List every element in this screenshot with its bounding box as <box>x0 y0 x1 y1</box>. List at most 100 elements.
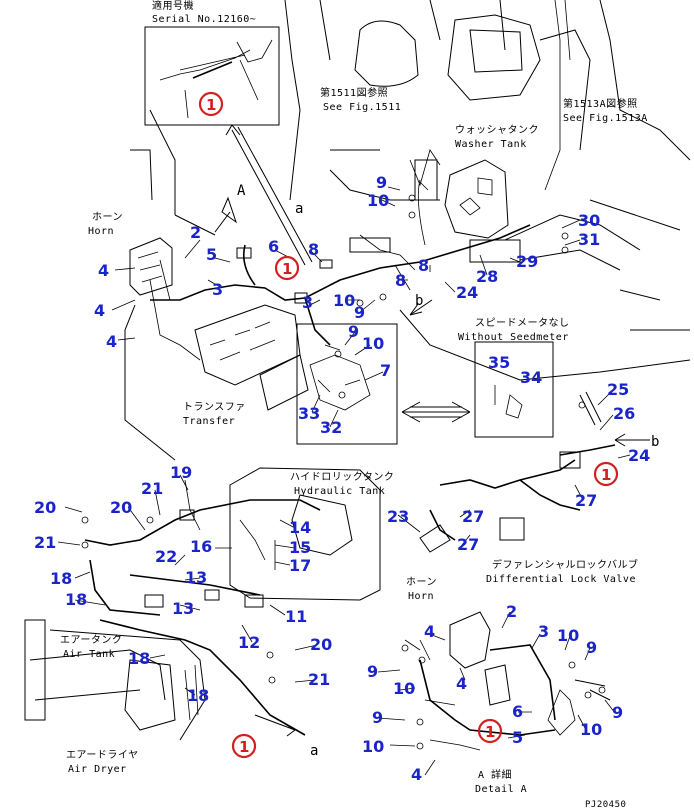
callout-20[interactable]: 20 <box>310 635 332 654</box>
callout-8[interactable]: 8 <box>308 240 319 259</box>
callout-10[interactable]: 10 <box>393 679 415 698</box>
callout-9[interactable]: 9 <box>372 708 383 727</box>
callout-26[interactable]: 26 <box>613 404 635 423</box>
callout-6[interactable]: 6 <box>268 237 279 256</box>
callout-18[interactable]: 18 <box>187 686 209 705</box>
callout-21[interactable]: 21 <box>141 479 163 498</box>
callout-35[interactable]: 35 <box>488 353 510 372</box>
callout-18[interactable]: 18 <box>128 649 150 668</box>
callout-32[interactable]: 32 <box>320 418 342 437</box>
callout-9[interactable]: 9 <box>348 322 359 341</box>
callout-22[interactable]: 22 <box>155 547 177 566</box>
horn2-label-en: Horn <box>408 591 434 602</box>
callout-13[interactable]: 13 <box>185 568 207 587</box>
callout-10[interactable]: 10 <box>333 291 355 310</box>
callout-3[interactable]: 3 <box>538 622 549 641</box>
callout-4[interactable]: 4 <box>424 622 435 641</box>
serial-label-jp: 適用号機 <box>152 0 194 12</box>
callout-19[interactable]: 19 <box>170 463 192 482</box>
callout-3[interactable]: 3 <box>302 293 313 312</box>
svg-text:1: 1 <box>601 466 611 484</box>
callout-10[interactable]: 10 <box>367 191 389 210</box>
callout-6[interactable]: 6 <box>512 702 523 721</box>
air-tank-jp: エアータンク <box>60 634 122 646</box>
letter-b-mid: b <box>415 293 424 309</box>
callout-10[interactable]: 10 <box>362 334 384 353</box>
marker-1-harness[interactable]: 1 <box>274 255 300 281</box>
callout-9[interactable]: 9 <box>612 703 623 722</box>
callout-4[interactable]: 4 <box>411 765 422 784</box>
callout-9[interactable]: 9 <box>354 303 365 322</box>
callout-group: 2 4 5 6 8 3 4 3 4 9 10 8 8 10 9 28 24 29… <box>34 173 650 784</box>
callout-30[interactable]: 30 <box>578 211 600 230</box>
callout-3[interactable]: 3 <box>212 280 223 299</box>
callout-24[interactable]: 24 <box>628 446 650 465</box>
callout-2[interactable]: 2 <box>190 223 201 242</box>
detail-a-en: Detail A <box>475 784 527 795</box>
callout-15[interactable]: 15 <box>289 538 311 557</box>
callout-4[interactable]: 4 <box>456 674 467 693</box>
transfer-label-en: Transfer <box>183 416 235 427</box>
air-dryer-jp: エアードライヤ <box>66 749 139 761</box>
callout-10[interactable]: 10 <box>580 720 602 739</box>
hydraulic-tank-jp: ハイドロリックタンク <box>290 471 394 483</box>
callout-18[interactable]: 18 <box>50 569 72 588</box>
callout-21[interactable]: 21 <box>34 533 56 552</box>
svg-text:1: 1 <box>485 723 495 741</box>
callout-8[interactable]: 8 <box>418 256 429 275</box>
letter-a-bottom: a <box>310 743 319 759</box>
diff-lock-valve-en: Differential Lock Valve <box>486 574 636 585</box>
callout-9[interactable]: 9 <box>376 173 387 192</box>
callout-8[interactable]: 8 <box>395 271 406 290</box>
callout-5[interactable]: 5 <box>512 728 523 747</box>
callout-27[interactable]: 27 <box>575 491 597 510</box>
callout-29[interactable]: 29 <box>516 252 538 271</box>
callout-12[interactable]: 12 <box>238 633 260 652</box>
callout-4[interactable]: 4 <box>106 332 117 351</box>
washer-tank-en: Washer Tank <box>455 139 527 150</box>
callout-25[interactable]: 25 <box>607 380 629 399</box>
callout-7[interactable]: 7 <box>380 361 391 380</box>
text-labels: 適用号機 Serial No.12160~ 第1511図参照 See Fig.1… <box>60 0 659 810</box>
marker-1-airdryer[interactable]: 1 <box>231 733 257 759</box>
callout-10[interactable]: 10 <box>362 737 384 756</box>
callout-33[interactable]: 33 <box>298 404 320 423</box>
callout-5[interactable]: 5 <box>206 245 217 264</box>
callout-20[interactable]: 20 <box>110 498 132 517</box>
callout-16[interactable]: 16 <box>190 537 212 556</box>
callout-21[interactable]: 21 <box>308 670 330 689</box>
see-fig-1511-en: See Fig.1511 <box>323 102 401 113</box>
callout-34[interactable]: 34 <box>520 368 542 387</box>
callout-11[interactable]: 11 <box>285 607 307 626</box>
callout-27[interactable]: 27 <box>462 507 484 526</box>
svg-text:1: 1 <box>239 738 249 756</box>
callout-10[interactable]: 10 <box>557 626 579 645</box>
callout-23[interactable]: 23 <box>387 507 409 526</box>
callout-9[interactable]: 9 <box>586 638 597 657</box>
callout-27[interactable]: 27 <box>457 535 479 554</box>
callout-18[interactable]: 18 <box>65 590 87 609</box>
callout-4[interactable]: 4 <box>98 261 109 280</box>
transfer-label-jp: トランスファ <box>183 401 246 413</box>
without-seedmeter-jp: スピードメータなし <box>475 317 570 329</box>
callout-4[interactable]: 4 <box>94 301 105 320</box>
callout-2[interactable]: 2 <box>506 602 517 621</box>
see-fig-1513a-en: See Fig.1513A <box>563 113 648 124</box>
marker-1-difflock[interactable]: 1 <box>593 461 619 487</box>
without-seedmeter-en: Without Seedmeter <box>458 332 569 343</box>
drawing-number: PJ20450 <box>585 800 626 810</box>
diff-lock-valve-jp: デファレンシャルロックバルブ <box>492 558 639 571</box>
callout-17[interactable]: 17 <box>289 556 311 575</box>
horn2-label-jp: ホーン <box>406 576 437 588</box>
callout-28[interactable]: 28 <box>476 267 498 286</box>
callout-31[interactable]: 31 <box>578 230 600 249</box>
marker-1-inset[interactable]: 1 <box>198 91 224 117</box>
callout-24[interactable]: 24 <box>456 283 478 302</box>
callout-20[interactable]: 20 <box>34 498 56 517</box>
callout-14[interactable]: 14 <box>289 518 311 537</box>
callout-9[interactable]: 9 <box>367 662 378 681</box>
callout-13[interactable]: 13 <box>172 599 194 618</box>
marker-1-detail[interactable]: 1 <box>477 718 503 744</box>
